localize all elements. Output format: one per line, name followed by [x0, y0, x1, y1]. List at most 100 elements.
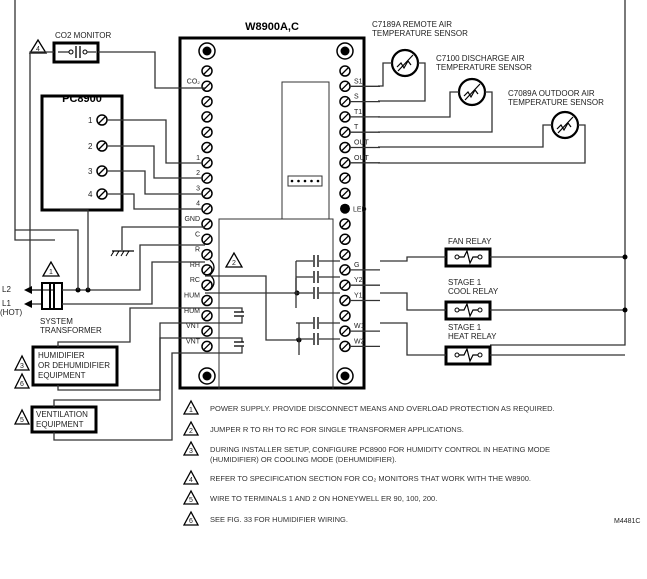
- note: 6 SEE FIG. 33 FOR HUMIDIFIER WIRING.: [182, 510, 348, 526]
- terminal-label: G: [354, 262, 359, 269]
- relay-box: [444, 247, 492, 268]
- terminal-screw-icon: [201, 340, 213, 353]
- terminal-screw-icon: [201, 80, 213, 93]
- note-triangle-icon: [41, 260, 61, 277]
- svg-text:4: 4: [36, 46, 40, 53]
- note-number: 1: [189, 407, 193, 414]
- inner-panel: [218, 218, 334, 389]
- note-text: SEE FIG. 33 FOR HUMIDIFIER WIRING.: [210, 515, 348, 524]
- svg-text:1: 1: [49, 269, 53, 276]
- sensor-label: C7089A OUTDOOR AIR: [508, 89, 595, 98]
- note-triangle-icon: [182, 489, 200, 505]
- terminal-label: VNT: [186, 338, 201, 345]
- terminal-screw-icon: [339, 111, 351, 123]
- terminal-label: W1: [354, 323, 365, 330]
- terminal-screw-icon: [339, 248, 351, 261]
- note-number: 2: [189, 428, 193, 435]
- note-text: POWER SUPPLY. PROVIDE DISCONNECT MEANS A…: [210, 404, 555, 413]
- svg-text:OR DEHUMIDIFIER: OR DEHUMIDIFIER: [38, 361, 110, 370]
- terminal-screw-icon: [339, 80, 351, 93]
- note-triangle-icon: [182, 510, 200, 526]
- terminal-screw-icon: [201, 202, 213, 215]
- terminal-label: C: [195, 231, 200, 238]
- svg-text:EQUIPMENT: EQUIPMENT: [38, 371, 86, 380]
- note-triangle-icon: [182, 469, 200, 485]
- note-text: JUMPER R TO RH TO RC FOR SINGLE TRANSFOR…: [210, 425, 464, 434]
- terminal-label: OUT: [354, 155, 370, 162]
- terminal-label: S1: [354, 78, 363, 85]
- terminal-screw-icon: [339, 187, 351, 200]
- terminal-screw-icon: [201, 157, 213, 169]
- note-triangle-icon: [28, 38, 48, 54]
- connector: [287, 175, 323, 187]
- terminal-screw-icon: [339, 294, 351, 307]
- svg-text:(HOT): (HOT): [0, 308, 23, 317]
- terminal-screw-icon: [201, 126, 213, 138]
- module-slot: [281, 81, 330, 220]
- terminal-screw-icon: [201, 325, 213, 337]
- relay-label: HEAT RELAY: [448, 332, 497, 341]
- sensor-label: TEMPERATURE SENSOR: [508, 98, 604, 107]
- relay-contact-icon: [296, 271, 340, 283]
- terminal-label: R: [195, 247, 200, 254]
- terminal-screw-icon: [201, 111, 213, 123]
- co2-monitor-label: CO2 MONITOR: [55, 31, 112, 40]
- note-text: REFER TO SPECIFICATION SECTION FOR CO₂ M…: [210, 474, 531, 483]
- notes: 1 POWER SUPPLY. PROVIDE DISCONNECT MEANS …: [182, 399, 555, 526]
- pc8900-box: [40, 94, 124, 212]
- terminal-label: Y2: [354, 277, 363, 284]
- relay: FAN RELAY: [380, 237, 628, 268]
- svg-text:TRANSFORMER: TRANSFORMER: [40, 326, 102, 335]
- terminal-screw-icon: [339, 279, 351, 291]
- relay-box: [444, 345, 492, 366]
- note-triangle-icon: [182, 420, 200, 436]
- terminal-label: T1: [354, 109, 362, 116]
- figure-id: M4481C: [614, 518, 640, 525]
- terminal-screw-icon: [339, 65, 351, 77]
- sensor-label: C7100 DISCHARGE AIR: [436, 54, 525, 63]
- note-triangle-icon: [182, 399, 200, 415]
- terminal-screw-icon: [339, 126, 351, 138]
- svg-text:2: 2: [232, 260, 236, 267]
- svg-text:EQUIPMENT: EQUIPMENT: [36, 420, 84, 429]
- terminal-screw-icon: [201, 233, 213, 246]
- terminal-screw-icon: [96, 140, 108, 152]
- sensor-label: C7189A REMOTE AIR: [372, 20, 452, 29]
- note: 2 JUMPER R TO RH TO RC FOR SINGLE TRANSFO…: [182, 420, 464, 436]
- note-triangle-icon: [224, 251, 244, 268]
- ventilation-box: [30, 405, 98, 434]
- terminal-screw-icon: [339, 310, 351, 322]
- note-number: 6: [189, 518, 193, 525]
- note-text: WIRE TO TERMINALS 1 AND 2 ON HONEYWELL E…: [210, 494, 437, 503]
- relay-label: STAGE 1: [448, 278, 482, 287]
- terminal-screw-icon: [339, 264, 351, 276]
- terminal-label: W2: [354, 338, 365, 345]
- relay-contact-icon: [296, 287, 340, 299]
- controller-title: W8900A,C: [245, 21, 299, 33]
- terminal-screw-icon: [201, 65, 213, 77]
- terminal-screw-icon: [201, 141, 213, 154]
- terminal-label: GND: [184, 216, 200, 223]
- terminal-label: OUT: [354, 140, 370, 147]
- relay-box: [444, 300, 492, 321]
- note: 1 POWER SUPPLY. PROVIDE DISCONNECT MEANS …: [182, 399, 555, 415]
- svg-text:L1: L1: [2, 299, 11, 308]
- relay-label: COOL RELAY: [448, 287, 499, 296]
- ventilation-equipment: VENTILATION EQUIPMENT 5: [13, 337, 205, 441]
- terminal-label: 2: [196, 170, 200, 177]
- sensor-label: TEMPERATURE SENSOR: [436, 63, 532, 72]
- terminal-screw-icon: [339, 340, 351, 353]
- terminal-label: HUM: [184, 293, 200, 300]
- terminal-screw-icon: [201, 187, 213, 200]
- terminal-screw-icon: [339, 157, 351, 169]
- note-number: 3: [189, 448, 193, 455]
- sensor-label: TEMPERATURE SENSOR: [372, 29, 468, 38]
